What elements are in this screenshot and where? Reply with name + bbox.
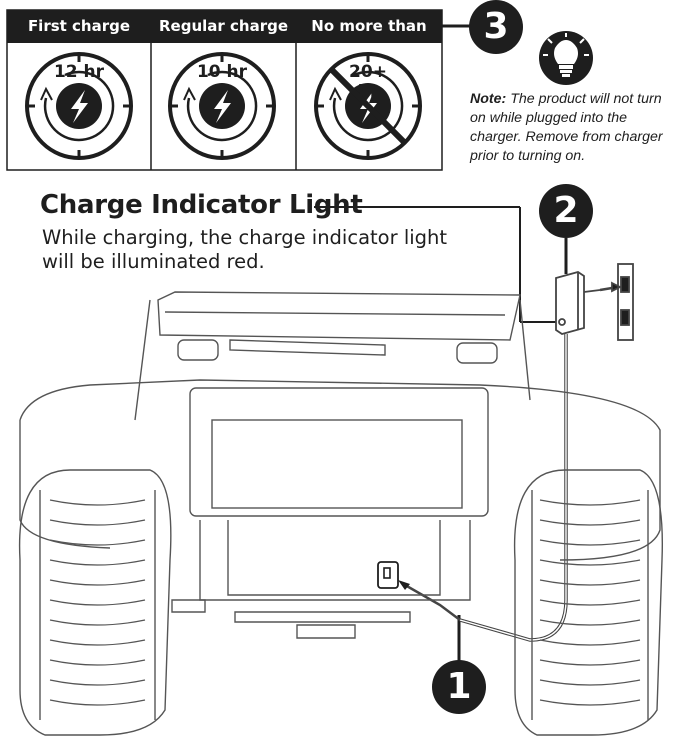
- step-2-badge: 2: [539, 184, 593, 238]
- step-1-badge: 1: [432, 660, 486, 714]
- charger-cable: [398, 334, 568, 642]
- header-first-charge: First charge: [27, 17, 131, 35]
- indicator-description: While charging, the charge indicator lig…: [42, 226, 448, 273]
- no-charge-icon: [329, 67, 407, 145]
- note-label: Note:: [470, 91, 507, 107]
- dial-first-charge: [25, 52, 133, 160]
- hours-regular-charge: 10 hr: [196, 62, 248, 82]
- header-no-more-than: No more than: [311, 17, 427, 35]
- hours-first-charge: 12 hr: [53, 62, 105, 82]
- dial-regular-charge: [168, 52, 276, 160]
- ride-on-vehicle: [18, 291, 664, 736]
- dial-no-more-than: [314, 52, 422, 160]
- header-regular-charge: Regular charge: [158, 17, 289, 35]
- wall-outlet: [617, 263, 634, 341]
- charger-adapter: [555, 271, 623, 335]
- indicator-title: Charge Indicator Light: [40, 190, 363, 220]
- lightbulb-icon: [539, 31, 593, 85]
- note-text: The product will not turn on while plugg…: [470, 91, 663, 164]
- hours-no-more-than: 20+ hr: [349, 62, 387, 102]
- charging-note: Note: The product will not turn on while…: [470, 90, 676, 166]
- step-3-badge: 3: [469, 0, 523, 54]
